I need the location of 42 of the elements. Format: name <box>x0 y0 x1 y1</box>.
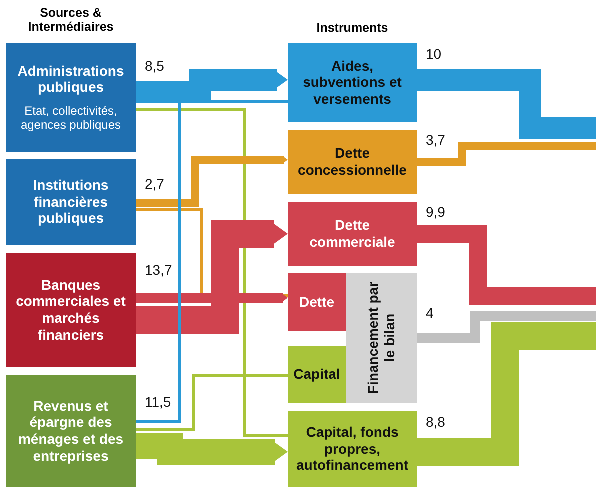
flow-arrow <box>136 220 288 334</box>
flow-value: 9,9 <box>426 204 446 220</box>
flow-arrow <box>136 293 288 303</box>
instrument-box <box>346 273 417 403</box>
node-title: Dette commerciale <box>308 217 396 251</box>
instrument-box <box>288 411 417 487</box>
column-header: Sources & Intermédiaires <box>27 7 115 34</box>
flow-value: 11,5 <box>145 394 172 410</box>
node-title: Capital, fonds propres, autofinancement <box>295 424 410 474</box>
node-title: Financement par le bilan <box>364 280 398 396</box>
column-header: Instruments <box>316 22 390 36</box>
flow-band <box>417 311 596 343</box>
node-title: Dette <box>299 294 334 310</box>
flow-band <box>417 69 596 139</box>
instrument-box <box>288 130 417 194</box>
node-title: Aides, subventions et versements <box>302 58 403 108</box>
flow-arrow <box>136 69 288 103</box>
flow-value: 8,8 <box>426 414 446 430</box>
node-title: Banques commerciales et marchés financiers <box>15 276 127 344</box>
source-box <box>6 375 136 487</box>
flow-value: 13,7 <box>145 262 172 278</box>
flow-value: 4 <box>426 305 434 321</box>
instrument-box <box>288 346 346 403</box>
source-box <box>6 253 136 367</box>
instrument-box <box>288 202 417 266</box>
flow-value: 10 <box>426 46 442 62</box>
flow-value: 3,7 <box>426 132 446 148</box>
node-title: Institutions financières publiques <box>32 177 110 227</box>
flow-value: 2,7 <box>145 176 164 192</box>
source-box <box>6 43 136 152</box>
node-subtitle: Etat, collectivités, agences publiques <box>20 104 122 132</box>
node-title: Administrations publiques <box>16 62 126 96</box>
flow-arrow <box>136 156 288 207</box>
node-title: Capital <box>294 366 340 383</box>
node-title: Dette concessionnelle <box>297 145 408 179</box>
flow-arrow <box>136 433 288 465</box>
flow-band <box>417 142 596 166</box>
instrument-box <box>288 43 417 122</box>
node-title: Revenus et épargne des ménages et des entreprises <box>17 398 125 464</box>
instrument-box <box>288 273 346 331</box>
source-box <box>6 159 136 245</box>
flow-value: 8,5 <box>145 58 164 74</box>
